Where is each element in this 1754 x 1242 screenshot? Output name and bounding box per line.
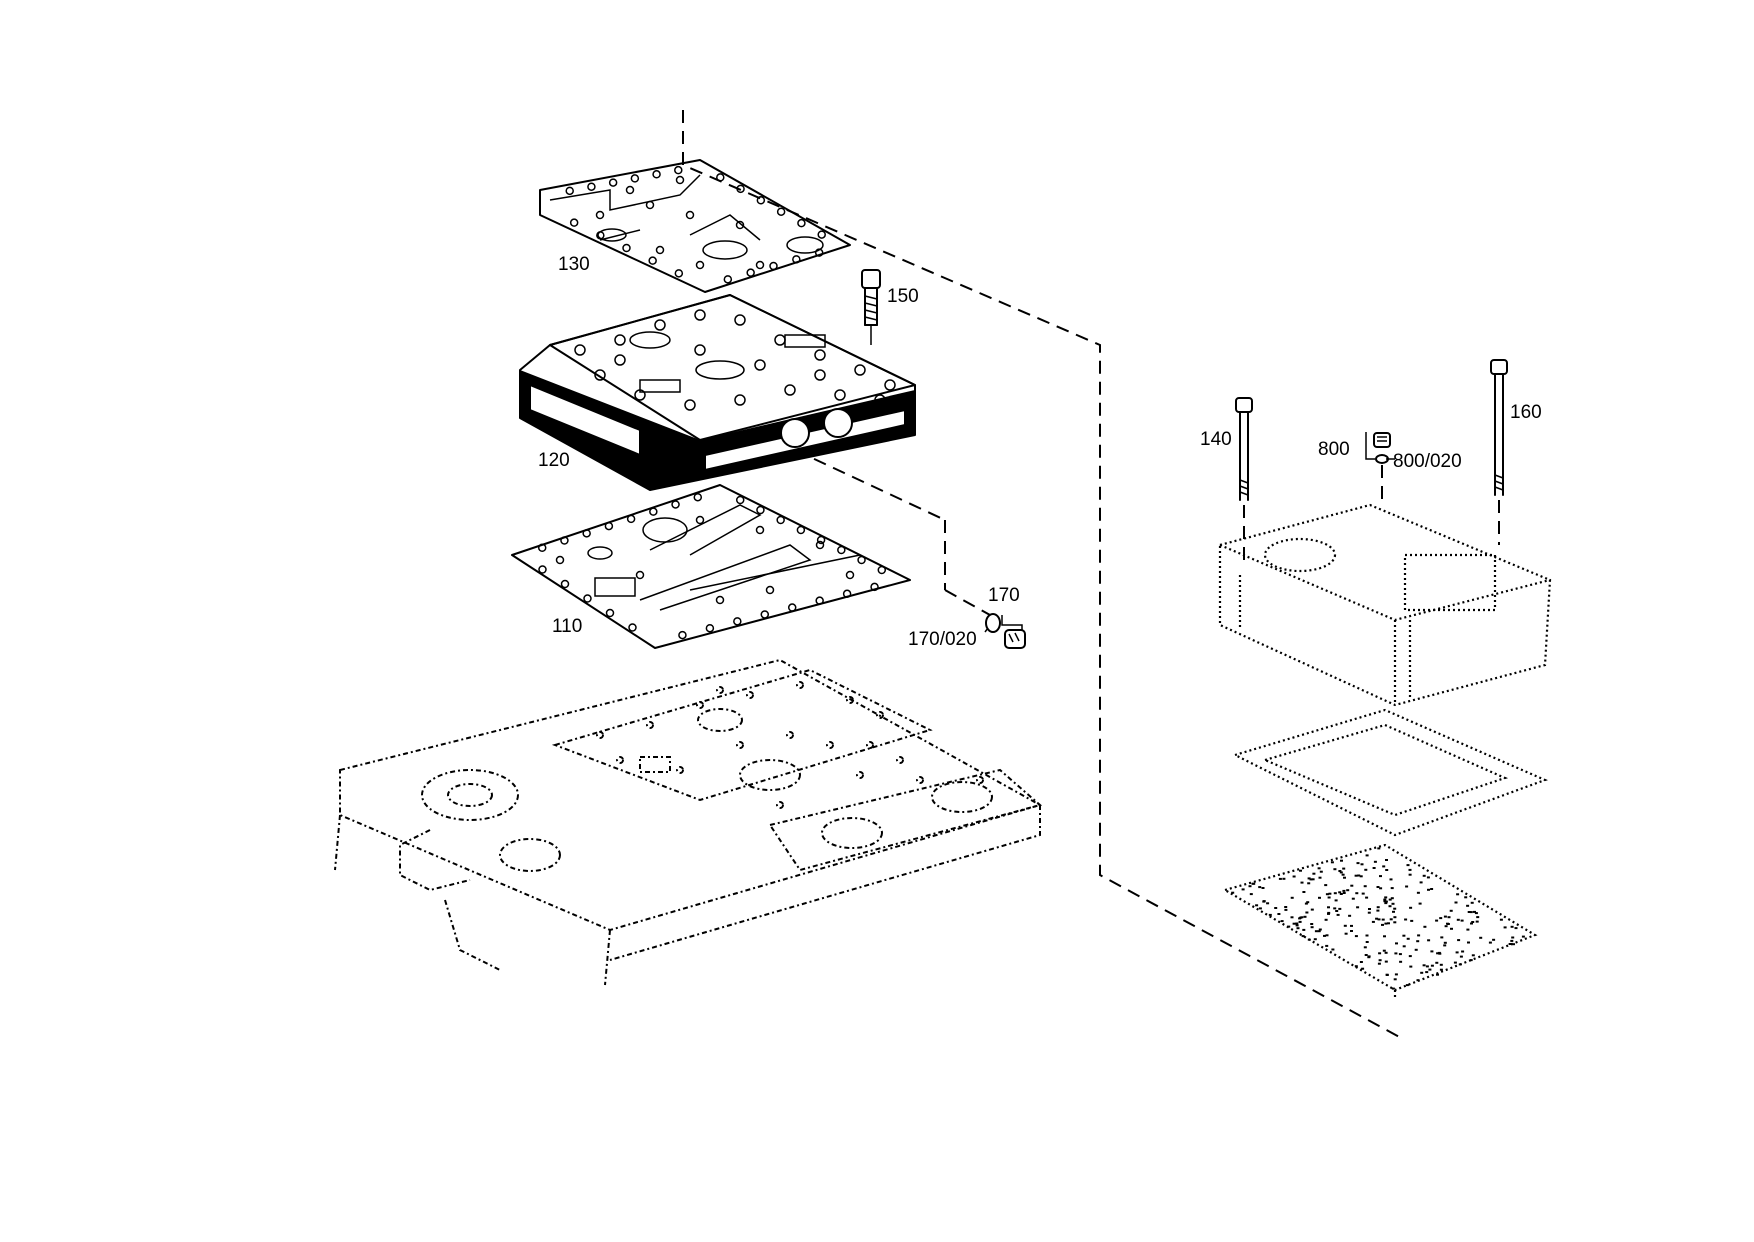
part-140-long-bolt <box>1235 397 1253 560</box>
part-150-bolt <box>861 269 881 345</box>
part-110-gasket-plate <box>511 484 911 649</box>
label-130: 130 <box>558 254 590 275</box>
label-140: 140 <box>1200 429 1232 450</box>
label-800: 800 <box>1318 439 1350 460</box>
label-110: 110 <box>552 616 582 637</box>
right-valve-body-ghost <box>1218 503 1552 707</box>
label-150: 150 <box>887 286 919 307</box>
transmission-housing-ghost <box>334 658 1043 986</box>
label-160: 160 <box>1510 402 1542 423</box>
label-800-020: 800/020 <box>1393 451 1462 472</box>
part-120-valve-body <box>519 294 916 491</box>
label-120: 120 <box>538 450 570 471</box>
label-170-020: 170/020 <box>908 629 977 650</box>
assembly-guide-line <box>682 110 1406 1041</box>
label-170: 170 <box>988 585 1020 606</box>
right-plate-ghost <box>1222 843 1538 1000</box>
right-gasket-ghost <box>1232 708 1548 837</box>
part-170-plug <box>985 613 1026 649</box>
part-labels: 130 150 120 110 170 170/020 140 160 800 … <box>538 254 1542 650</box>
part-160-long-bolt <box>1490 359 1508 545</box>
leader-lines <box>984 458 1395 633</box>
part-130-gasket-plate <box>539 159 851 293</box>
part-800-screw <box>1365 432 1391 500</box>
